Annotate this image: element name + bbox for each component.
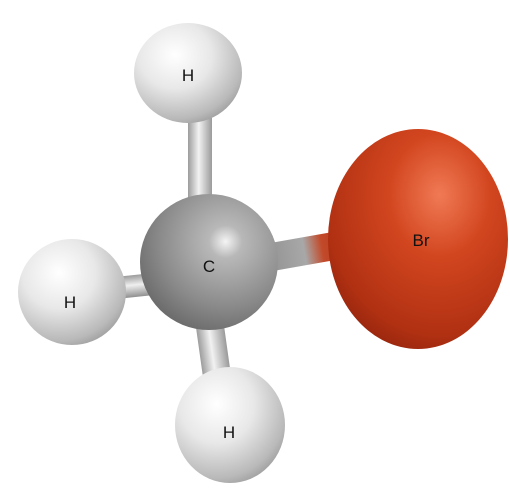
bond-c-h-top xyxy=(188,118,212,200)
atom-label-hydrogen-bottom: H xyxy=(223,423,235,442)
atom-label-hydrogen-top: H xyxy=(182,66,194,85)
hydrogen-bottom-atom: H xyxy=(175,367,285,483)
atom-label-hydrogen-left: H xyxy=(64,293,76,312)
atom-label-bromine: Br xyxy=(413,231,430,250)
atoms: H H C H Br xyxy=(18,23,508,483)
hydrogen-top-atom: H xyxy=(134,23,242,123)
hydrogen-left-atom: H xyxy=(18,239,126,345)
bromine-atom: Br xyxy=(328,129,508,349)
carbon-atom: C xyxy=(140,194,278,330)
atom-label-carbon: C xyxy=(203,257,215,276)
